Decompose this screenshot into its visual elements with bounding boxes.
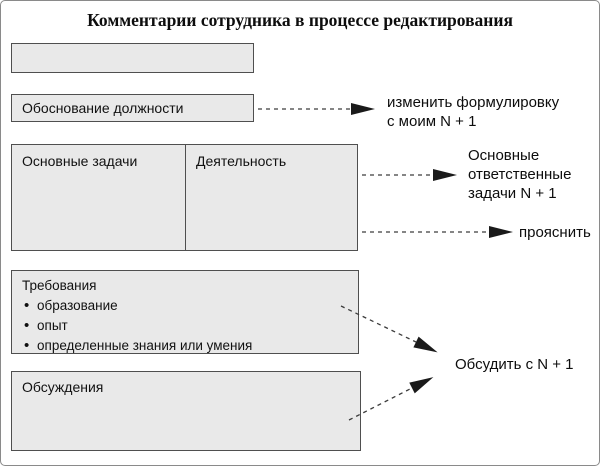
requirement-item-experience: опыт [22,316,348,336]
main-tasks-cell: Основные задачи [12,145,186,250]
activity-cell: Деятельность [186,145,357,250]
tasks-activity-table: Основные задачи Деятельность [11,144,358,251]
requirements-title: Требования [22,278,97,293]
main-tasks-label: Основные задачи [22,153,138,169]
discussions-label: Обсуждения [22,379,104,395]
requirement-item-education: образование [22,296,348,316]
requirement-item-knowledge: определенные знания или умения [22,336,348,356]
position-justification-box: Обоснование должности [11,94,254,122]
empty-field-box [11,43,254,73]
activity-label: Деятельность [196,153,287,169]
requirements-box: Требования образование опыт определенные… [11,270,359,356]
annotation-discuss: Обсудить с N + 1 [455,356,574,373]
annotation-responsible-tasks: Основные ответственные задачи N + 1 [468,147,572,202]
annotation-clarify: прояснить [519,224,591,241]
diagram-title: Комментарии сотрудника в процессе редакт… [87,10,513,30]
position-justification-label: Обоснование должности [22,100,184,116]
annotation-change-wording: изменить формулировку с моим N + 1 [387,94,560,130]
requirements-list: образование опыт определенные знания или… [22,296,348,356]
discussions-box: Обсуждения [11,371,361,451]
